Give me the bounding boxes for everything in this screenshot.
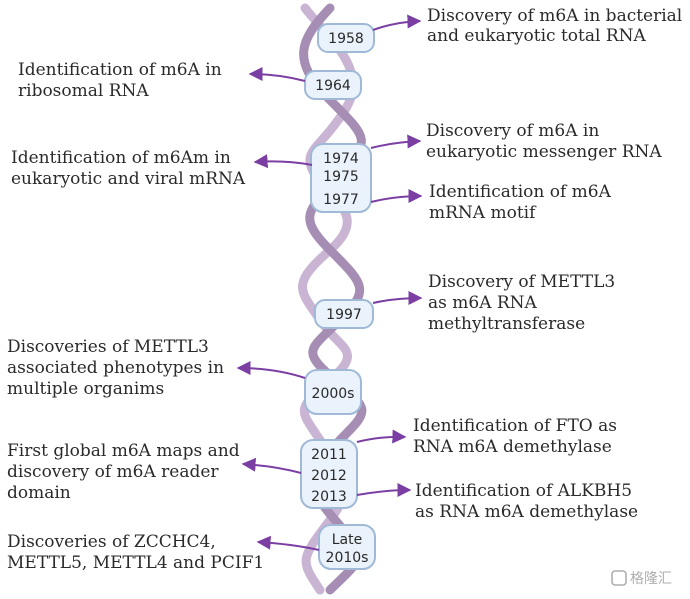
event-late-2010s-line-1: Discoveries of ZCCHC4, [7, 532, 216, 552]
event-2000s: Discoveries of METTL3 associated phenoty… [7, 337, 229, 399]
badge-2011-2013: 2011 2012 2013 [300, 439, 358, 509]
badge-1958: 1958 [317, 23, 375, 53]
event-1974-line-1: Identification of m6Am in [11, 148, 231, 168]
event-2012-line-1: First global m6A maps and [7, 441, 240, 461]
event-1997-line-1: Discovery of METTL3 [428, 272, 615, 292]
event-1977: Identification of m6A mRNA motif [429, 182, 616, 223]
connector-arrows [236, 14, 423, 551]
event-1997-line-2: as m6A RNA [428, 293, 538, 313]
badge-2000s: 2000s [304, 369, 362, 415]
event-1997: Discovery of METTL3 as m6A RNA methyltra… [428, 272, 621, 334]
year-label-late: Late [332, 532, 362, 548]
event-1975: Discovery of m6A in eukaryotic messenger… [426, 121, 662, 162]
event-1964-line-1: Identification of m6A in [18, 60, 222, 80]
event-2013-line-2: as RNA m6A demethylase [415, 502, 638, 522]
watermark-text: 格隆汇 [630, 571, 672, 587]
badge-1964: 1964 [304, 70, 362, 100]
arrow-late-2010s [256, 535, 320, 551]
arrow-1975 [370, 134, 422, 149]
year-label-2010s: 2010s [326, 550, 369, 566]
event-1975-line-1: Discovery of m6A in [426, 121, 599, 141]
badge-1974-1977: 1974 1975 1977 [310, 143, 372, 213]
year-label-1977: 1977 [323, 192, 359, 208]
event-late-2010s: Discoveries of ZCCHC4, METTL5, METTL4 an… [7, 532, 264, 573]
year-label-2000s: 2000s [312, 386, 355, 402]
watermark: 格隆汇 [611, 570, 672, 587]
arrow-1958 [372, 14, 422, 31]
year-label-2011: 2011 [311, 447, 347, 463]
event-1958-line-2: and eukaryotic total RNA [427, 26, 647, 46]
event-2013: Identification of ALKBH5 as RNA m6A deme… [415, 481, 638, 522]
event-2011: Identification of FTO as RNA m6A demethy… [413, 416, 622, 457]
event-2012: First global m6A maps and discovery of m… [7, 441, 245, 503]
event-1974-line-2: eukaryotic and viral mRNA [11, 169, 246, 189]
arrow-2012 [241, 457, 302, 474]
event-2012-line-3: domain [7, 483, 71, 503]
event-2000s-line-3: multiple organims [7, 379, 164, 399]
event-2011-line-2: RNA m6A demethylase [413, 437, 612, 457]
year-label-1975: 1975 [323, 169, 359, 185]
arrow-2013 [356, 483, 412, 498]
event-1974: Identification of m6Am in eukaryotic and… [11, 148, 246, 189]
event-2011-line-1: Identification of FTO as [413, 416, 617, 436]
event-1958-line-1: Discovery of m6A in bacterial [427, 6, 682, 26]
event-1977-line-2: mRNA motif [429, 203, 537, 223]
arrow-1977 [370, 189, 423, 204]
badge-1997: 1997 [314, 299, 374, 329]
event-1958: Discovery of m6A in bacterial and eukary… [427, 6, 688, 46]
event-1997-line-3: methyltransferase [428, 314, 585, 334]
event-1977-line-1: Identification of m6A [429, 182, 612, 202]
year-label-1964: 1964 [315, 78, 351, 94]
year-label-1997: 1997 [326, 307, 362, 323]
arrow-2011 [356, 429, 407, 444]
event-2012-line-2: discovery of m6A reader [7, 462, 219, 482]
event-2000s-line-2: associated phenotypes in [7, 358, 224, 378]
event-1964: Identification of m6A in ribosomal RNA [18, 60, 227, 101]
gelonghui-logo-icon [611, 570, 627, 586]
event-1964-line-2: ribosomal RNA [18, 81, 149, 101]
year-label-2013: 2013 [311, 489, 347, 505]
year-label-2012: 2012 [311, 468, 347, 484]
arrow-1997 [372, 291, 423, 306]
year-label-1958: 1958 [328, 31, 364, 47]
event-2000s-line-1: Discoveries of METTL3 [7, 337, 209, 357]
badge-late-2010s: Late 2010s [318, 524, 376, 570]
year-label-1974: 1974 [323, 151, 359, 167]
event-1975-line-2: eukaryotic messenger RNA [426, 142, 662, 162]
arrow-1974 [253, 154, 313, 169]
event-late-2010s-line-2: METTL5, METTL4 and PCIF1 [7, 553, 264, 573]
arrow-1964 [248, 67, 306, 82]
event-2013-line-1: Identification of ALKBH5 [415, 481, 632, 501]
arrow-2000s [236, 361, 306, 379]
